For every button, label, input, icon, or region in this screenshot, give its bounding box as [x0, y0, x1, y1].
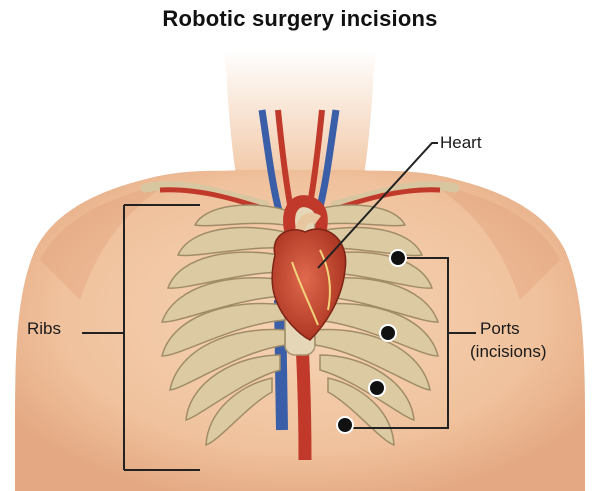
port-dot-3 — [369, 380, 385, 396]
port-dot-4 — [337, 417, 353, 433]
figure-title: Robotic surgery incisions — [0, 6, 600, 32]
incisions-label: (incisions) — [470, 341, 547, 363]
port-dot-1 — [390, 250, 406, 266]
neck — [225, 50, 375, 175]
port-dot-2 — [380, 325, 396, 341]
ports-label: Ports — [480, 318, 520, 340]
ribs-label: Ribs — [27, 318, 61, 340]
heart-label: Heart — [440, 132, 482, 154]
